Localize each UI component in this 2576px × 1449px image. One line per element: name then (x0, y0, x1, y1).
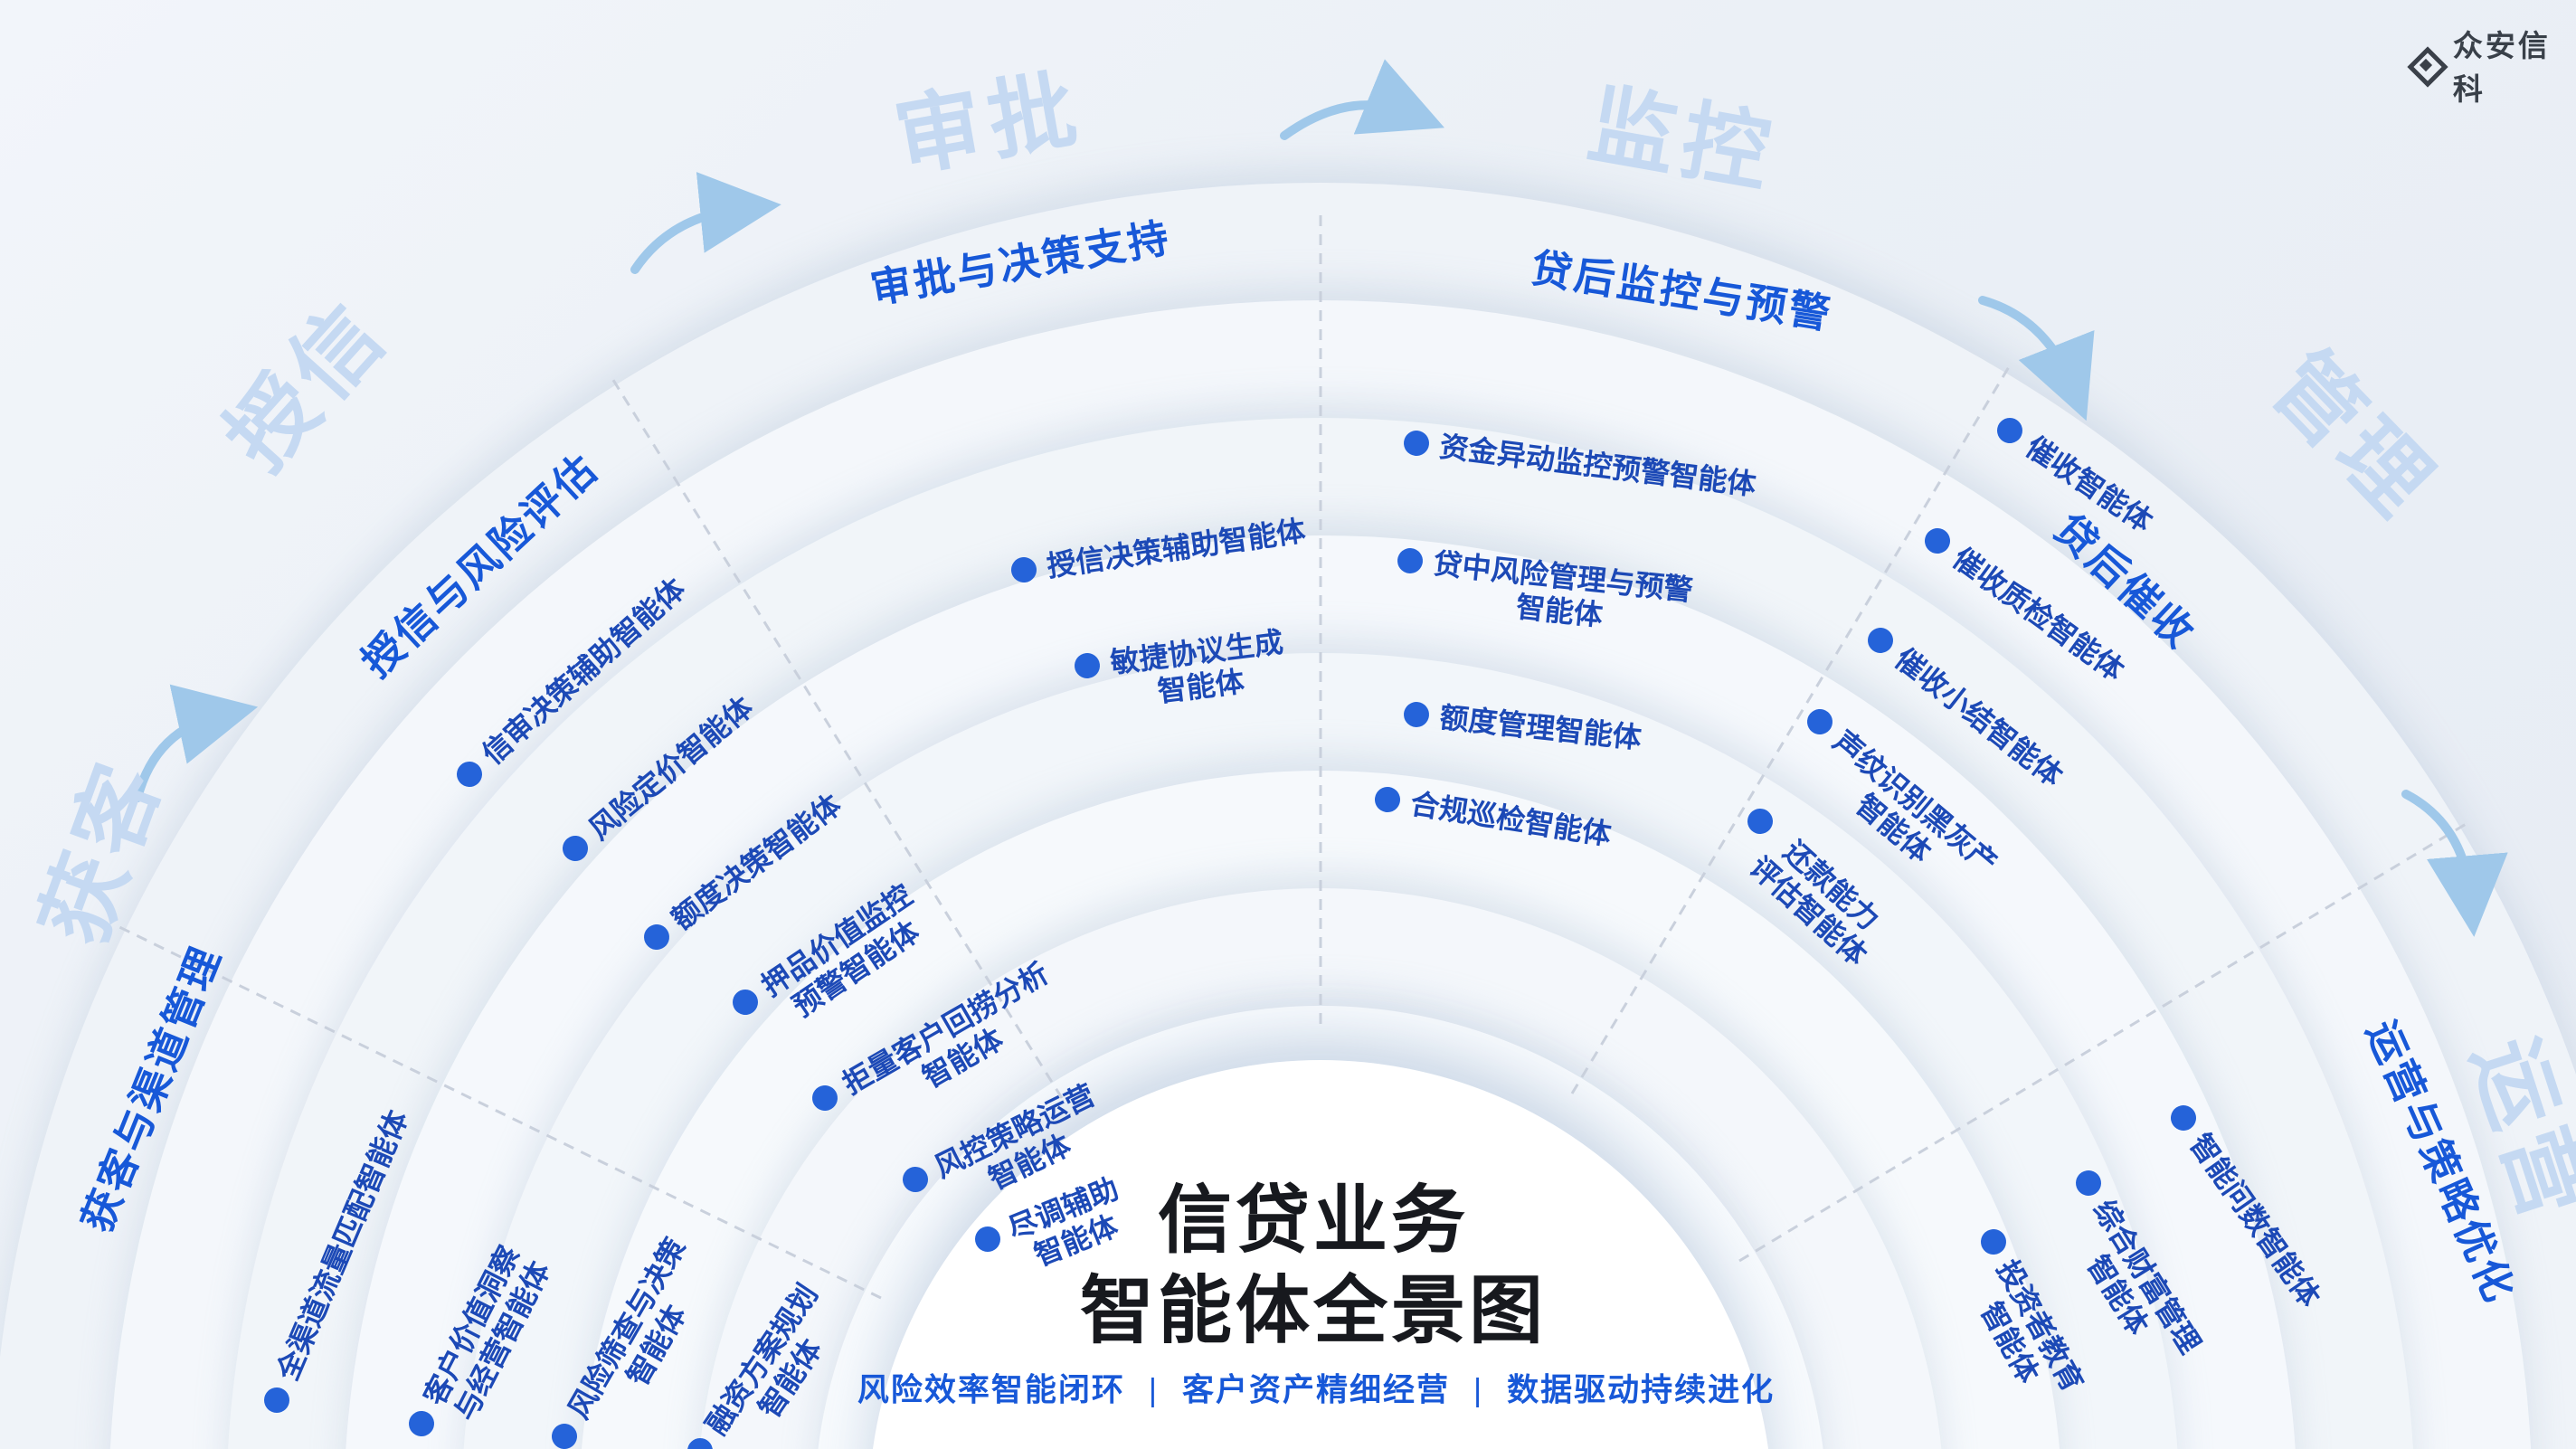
bullet-dot (1396, 546, 1425, 575)
flow-arrow-icon (133, 684, 259, 802)
tagline-separator: | (1148, 1372, 1159, 1408)
flow-arrow-icon (630, 172, 781, 274)
tagline-item-3: 数据驱动持续进化 (1507, 1372, 1776, 1408)
tagline-item-1: 风险效率智能闭环 (857, 1372, 1125, 1408)
brand-name: 众安信科 (2452, 29, 2551, 106)
flow-arrow-icon (2401, 790, 2508, 937)
sector-divider-line (117, 924, 882, 1300)
flow-arrow-icon (1978, 296, 2095, 421)
bullet-dot (1009, 555, 1038, 584)
brand-logo-icon (2407, 46, 2448, 88)
sector-divider-line (1570, 365, 2012, 1094)
tagline-separator: | (1473, 1372, 1484, 1408)
bullet-dot (1402, 429, 1431, 458)
bullet-dot (1402, 700, 1431, 729)
bullet-dot (1372, 784, 1403, 815)
page-title: 信贷业务 智能体全景图 (1079, 1179, 1548, 1352)
brand-logo: 众安信科 (2407, 22, 2576, 109)
tagline-item-2: 客户资产精细经营 (1181, 1372, 1451, 1408)
sector-divider-line (1738, 821, 2468, 1263)
bullet-dot (1073, 651, 1102, 680)
tagline: 风险效率智能闭环 | 客户资产精细经营 | 数据驱动持续进化 (857, 1365, 1775, 1411)
flow-arrow-icon (1280, 59, 1444, 140)
sector-divider-line (610, 376, 1064, 1099)
